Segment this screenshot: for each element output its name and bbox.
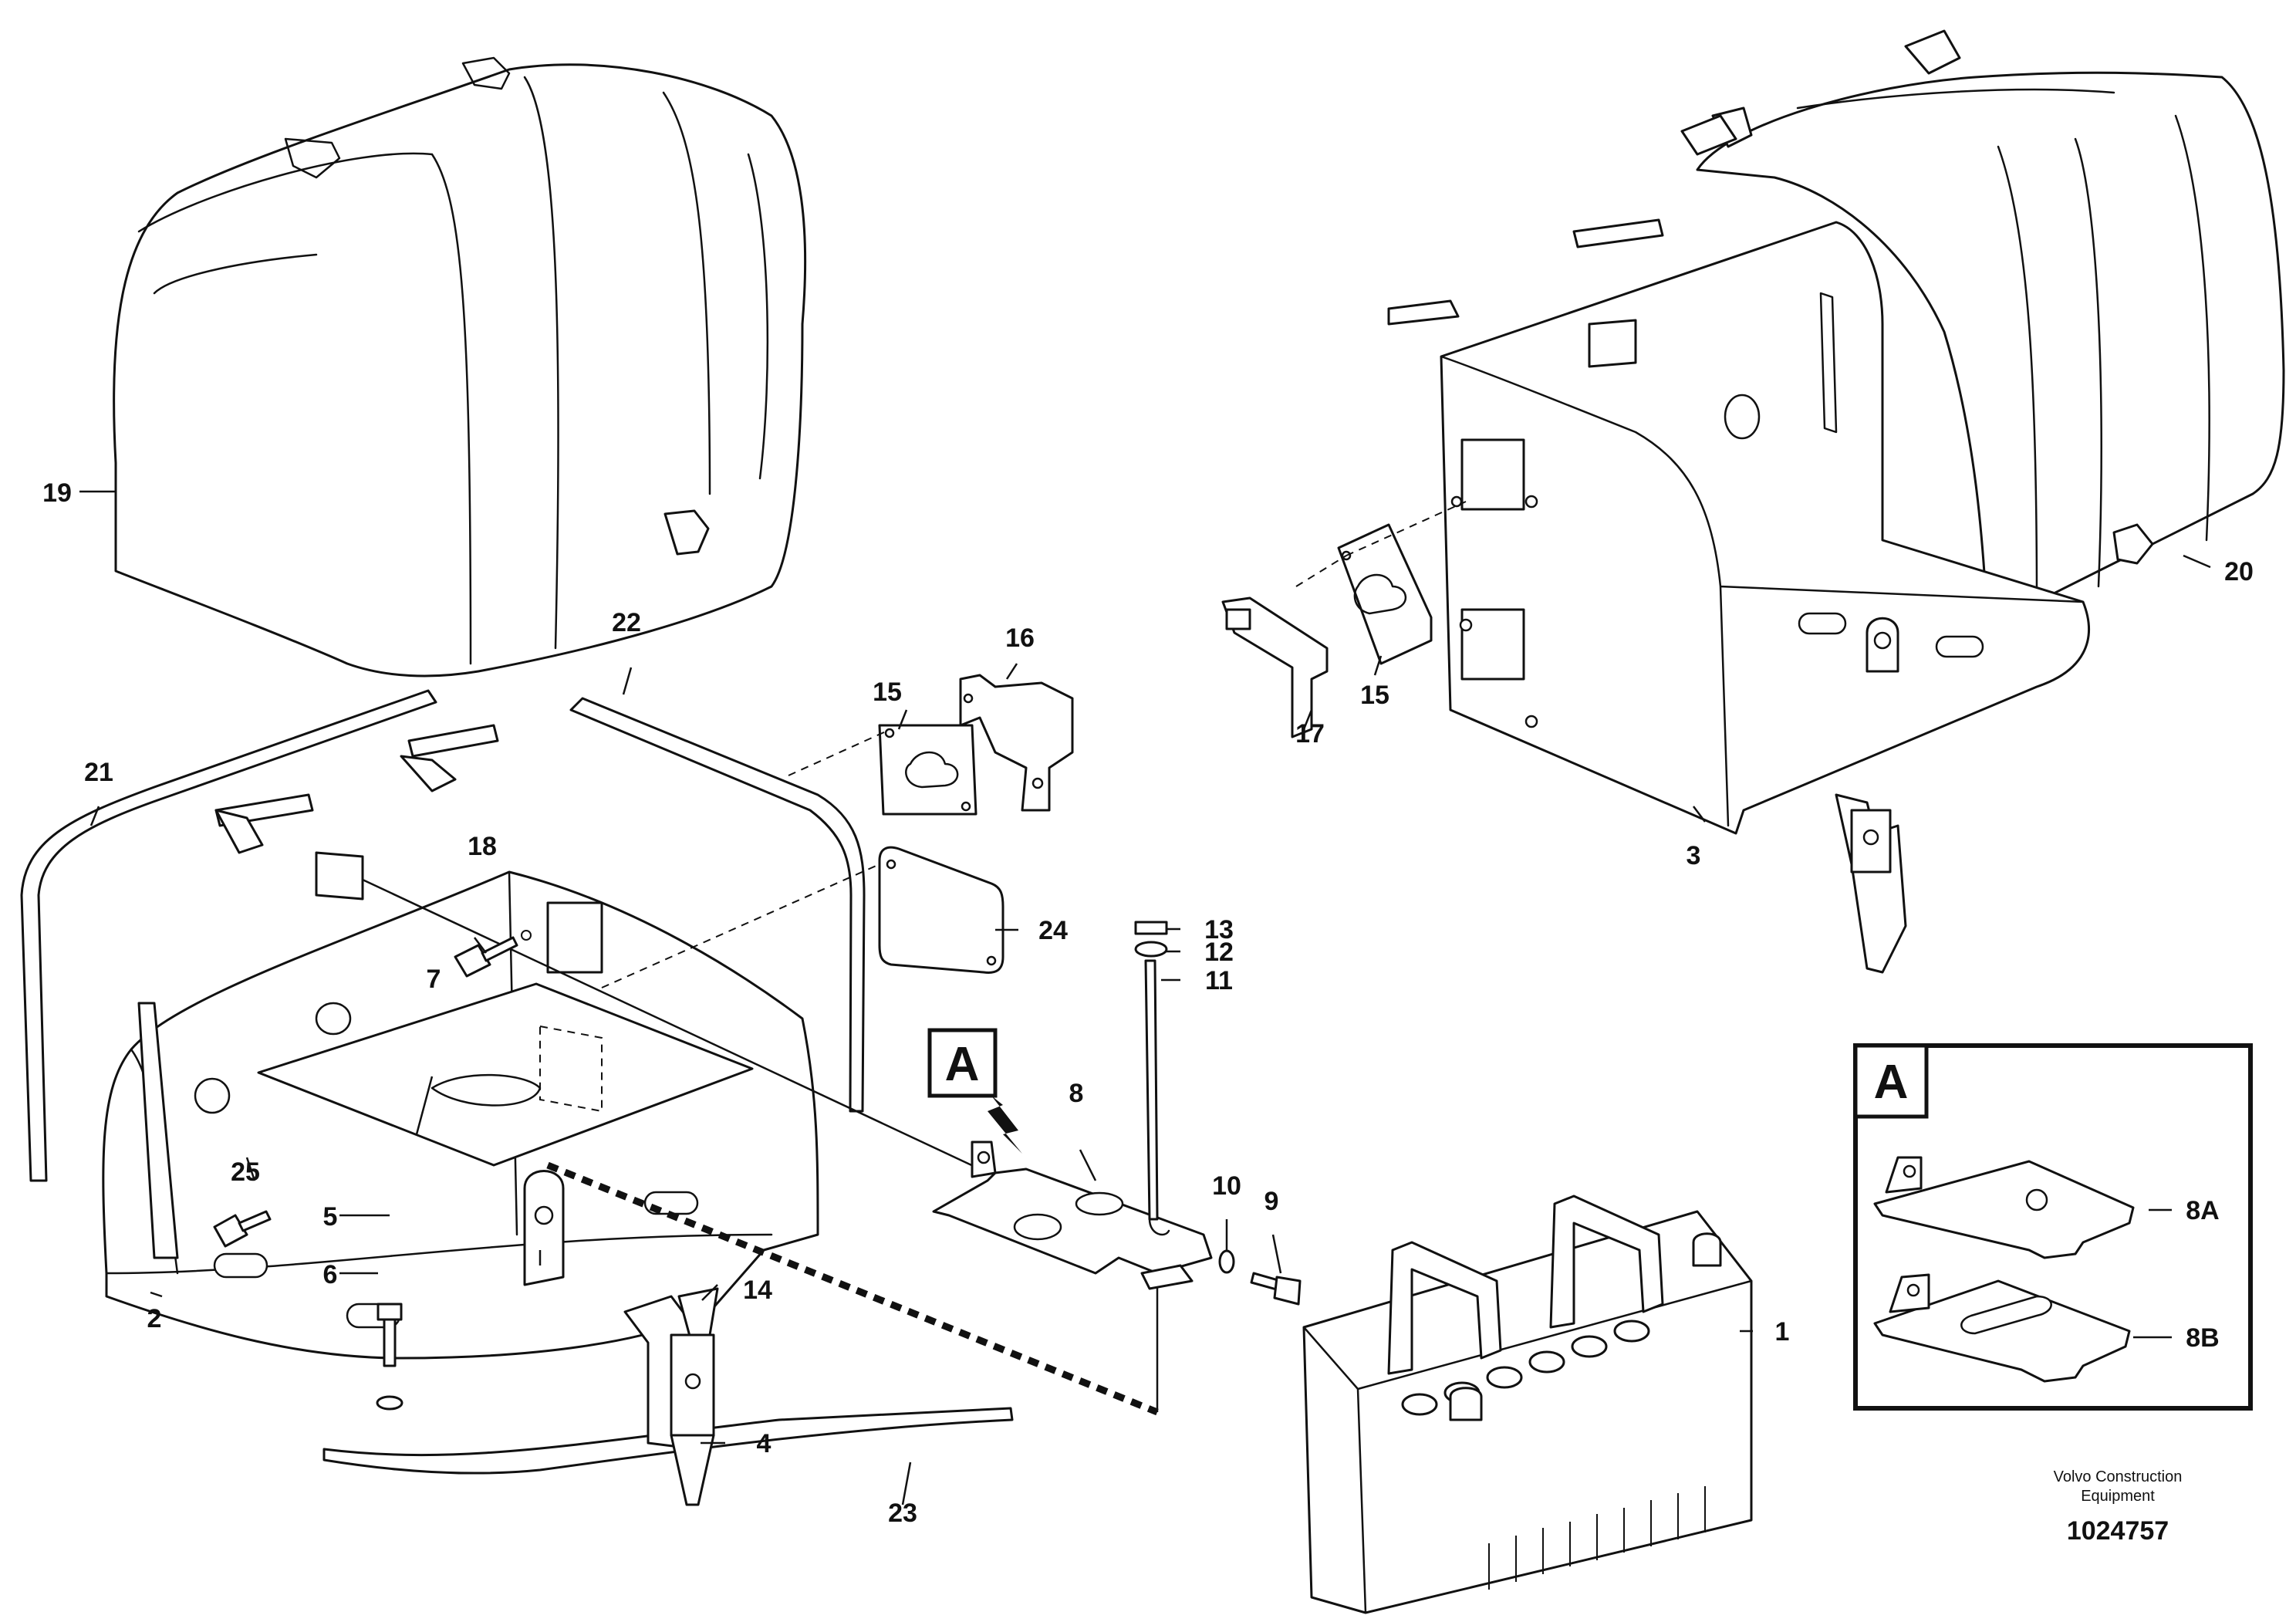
gasket-24 — [878, 846, 1004, 974]
battery-box-3 — [1387, 114, 2090, 974]
callout-21: 21 — [84, 758, 113, 787]
callout-23: 23 — [888, 1499, 917, 1528]
callout-22: 22 — [612, 608, 641, 637]
washer-12 — [1134, 941, 1168, 958]
callout-18: 18 — [468, 832, 497, 861]
callout-12: 12 — [1204, 938, 1234, 967]
callout-15-left: 15 — [873, 678, 902, 707]
callout-8b: 8B — [2186, 1323, 2219, 1353]
washer-10 — [1218, 1249, 1235, 1274]
rod-11-hook — [1148, 1218, 1170, 1236]
detail-view-a: A — [1853, 1043, 2253, 1411]
bracket-8 — [932, 1140, 1213, 1290]
callout-25: 25 — [231, 1157, 260, 1187]
seal-strip-22 — [569, 697, 866, 1113]
callout-8: 8 — [1069, 1079, 1084, 1108]
bracket-8a — [1873, 1156, 2135, 1259]
company-name-line1: Volvo Construction — [2054, 1468, 2183, 1485]
callout-8a: 8A — [2186, 1196, 2219, 1225]
callout-16: 16 — [1005, 623, 1035, 653]
washer-6 — [376, 1395, 403, 1411]
screw-5 — [376, 1303, 403, 1367]
screw-9 — [1250, 1272, 1302, 1306]
nut-13 — [1134, 921, 1168, 935]
callout-6: 6 — [323, 1260, 338, 1289]
callout-labels: 1 2 3 4 5 6 7 8 9 10 11 12 13 14 15 15 1… — [42, 478, 2254, 1528]
callout-17: 17 — [1295, 719, 1325, 748]
callout-19: 19 — [42, 478, 72, 508]
callout-11: 11 — [1205, 966, 1233, 995]
cover-lid-19 — [113, 56, 807, 678]
callout-7: 7 — [427, 965, 441, 994]
callout-1: 1 — [1775, 1317, 1790, 1347]
callout-2: 2 — [147, 1304, 162, 1333]
callout-24: 24 — [1038, 916, 1068, 945]
footer: Volvo Construction Equipment 1024757 — [2054, 1468, 2183, 1546]
view-arrow-icon — [988, 1096, 1022, 1154]
view-marker-a: A — [927, 1028, 1022, 1154]
battery-1 — [1302, 1195, 1753, 1614]
callout-20: 20 — [2224, 557, 2254, 586]
screw-18 — [454, 930, 532, 978]
leader-line-17 — [1295, 555, 1347, 587]
document-number: 1024757 — [2067, 1516, 2169, 1546]
screw-25 — [213, 1210, 272, 1248]
callout-9: 9 — [1264, 1187, 1279, 1216]
guide-line-8 — [362, 878, 981, 1171]
callout-10: 10 — [1212, 1171, 1241, 1201]
bracket-8b — [1873, 1273, 2131, 1383]
callout-leaders — [79, 490, 2211, 1505]
bracket-16 — [959, 674, 1074, 812]
company-name-line2: Equipment — [2081, 1488, 2155, 1505]
tray-plate-7 — [257, 982, 754, 1167]
latch-4-14 — [623, 1287, 719, 1506]
detail-view-label: A — [1874, 1056, 1909, 1109]
callout-14: 14 — [743, 1276, 772, 1305]
rod-11 — [1144, 959, 1159, 1221]
bracket-17 — [1221, 596, 1329, 738]
view-marker-label: A — [945, 1038, 980, 1091]
leader-line-24 — [601, 863, 880, 988]
plate-15-left — [878, 724, 977, 816]
callout-15-right: 15 — [1360, 681, 1389, 710]
plate-15-right — [1337, 523, 1433, 665]
callout-4: 4 — [757, 1429, 772, 1458]
callout-3: 3 — [1687, 841, 1701, 870]
leader-line-15l — [788, 731, 886, 776]
callout-13: 13 — [1204, 915, 1234, 944]
callout-5: 5 — [323, 1202, 338, 1232]
seal-strip-21 — [20, 689, 437, 1182]
